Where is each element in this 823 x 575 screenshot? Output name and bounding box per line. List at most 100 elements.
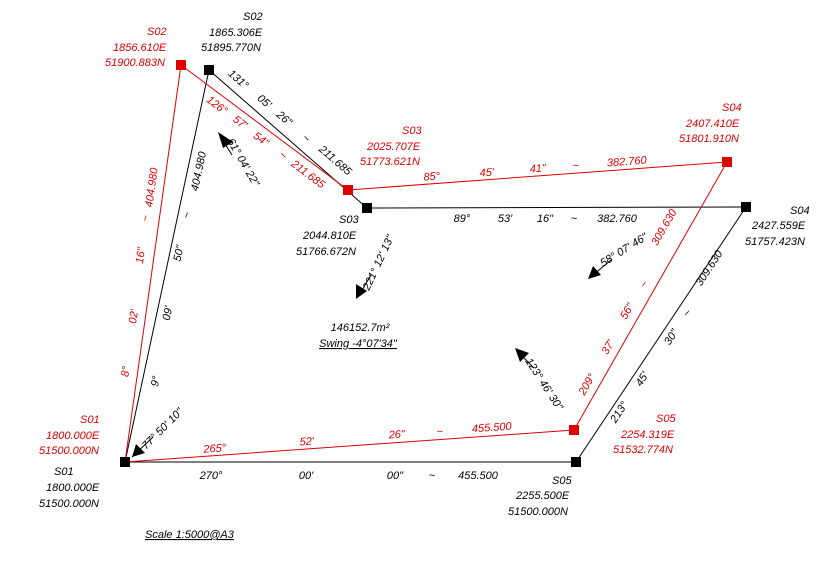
orig-leg23-tilde: ~ [300, 132, 313, 146]
marker-original-s05 [571, 457, 581, 467]
rev-leg12-deg: 8° [119, 365, 132, 378]
rev-s02-id: S02 [147, 26, 167, 38]
rev-leg12-min: 02' [127, 308, 141, 325]
orig-leg51-sec: 00" [387, 470, 404, 482]
shift-arrow-s04: 58° 07' 46" [588, 231, 651, 279]
rev-leg12-dist: 404.980 [143, 166, 161, 208]
marker-original-s03 [362, 203, 372, 213]
marker-original-s01 [120, 457, 130, 467]
shift-arrow-s01: 77° 50' 10" [131, 405, 187, 458]
rev-leg51-tilde: ~ [436, 426, 444, 438]
rev-s03-easting: 2025.707E [366, 141, 421, 153]
original-leg-s04-s05 [575, 206, 747, 463]
rev-leg45-deg: 209° [576, 371, 599, 398]
rev-leg23-deg: 126° [204, 94, 230, 118]
original-traverse [124, 69, 747, 463]
rev-leg45-tilde: ~ [638, 278, 652, 290]
orig-s02-easting: 1865.306E [209, 27, 263, 39]
rev-s04-northing: 51801.910N [679, 133, 739, 145]
revised-station-labels: S01 1800.000E 51500.000N S02 1856.610E 5… [39, 26, 742, 457]
rev-leg23-dist: 211.685 [288, 157, 328, 191]
rev-leg23-tilde: ~ [277, 149, 290, 163]
original-leg-s03-s04 [366, 206, 747, 209]
orig-s03-easting: 2044.810E [302, 230, 357, 242]
rev-leg45-dist: 309.630 [649, 207, 680, 248]
original-station-labels: S01 1800.000E 51500.000N S02 1865.306E 5… [39, 11, 810, 518]
marker-revised-s02 [176, 60, 186, 70]
orig-leg12-tilde: ~ [181, 210, 194, 219]
shift-arrow-s02-label: 61° 04' 22" [224, 137, 262, 190]
rev-leg51-min: 52' [299, 435, 315, 448]
shift-arrow-s04-label: 58° 07' 46" [598, 231, 650, 270]
marker-original-s04 [741, 202, 751, 212]
orig-s04-northing: 51757.423N [745, 236, 805, 248]
revised-leg-s05-s01 [124, 429, 575, 463]
orig-leg51-deg: 270° [199, 470, 223, 482]
orig-leg51-tilde: ~ [429, 470, 436, 482]
orig-s02-northing: 51895.770N [201, 42, 261, 54]
rev-leg51-deg: 265° [202, 442, 227, 456]
orig-leg12-min: 09' [161, 304, 176, 321]
shift-arrow-s01-label: 77° 50' 10" [140, 405, 187, 452]
orig-s04-id: S04 [790, 205, 810, 217]
revised-leg-s04-s05 [573, 161, 728, 431]
orig-s01-easting: 1800.000E [46, 482, 100, 494]
rev-leg34-sec: 41" [529, 162, 547, 175]
original-leg-labels: 404.980 ~ 50" 09' 9° 131° 05' 26" ~ 211.… [149, 68, 726, 482]
shift-arrow-s02-head-icon [218, 132, 233, 148]
orig-leg23-deg: 131° [225, 68, 250, 92]
orig-leg12-sec: 50" [172, 243, 187, 262]
rev-s01-easting: 1800.000E [46, 430, 100, 442]
revised-traverse [124, 64, 728, 463]
rev-leg12-sec: 16" [134, 246, 148, 265]
shift-arrow-s05-label: 123° 46' 30" [522, 356, 565, 413]
orig-leg45-sec: 30" [662, 326, 681, 347]
marker-revised-s03 [343, 185, 353, 195]
swing-label: Swing -4°07'34" [319, 338, 398, 350]
orig-s01-id: S01 [54, 466, 74, 478]
shift-arrow-s04-head-icon [588, 266, 601, 279]
orig-leg12-deg: 9° [149, 374, 163, 387]
orig-s04-easting: 2427.559E [751, 220, 806, 232]
orig-leg45-deg: 213° [608, 399, 631, 426]
rev-leg45-sec: 56" [618, 301, 637, 322]
orig-s05-easting: 2255.500E [515, 490, 570, 502]
rev-s02-northing: 51900.883N [105, 57, 165, 69]
revised-leg-s02-s03 [180, 64, 349, 191]
orig-s03-northing: 51766.672N [296, 246, 356, 258]
orig-s03-id: S03 [339, 214, 359, 226]
rev-s05-easting: 2254.319E [620, 429, 675, 441]
rev-s02-easting: 1856.610E [113, 42, 167, 54]
rev-s04-id: S04 [722, 102, 742, 114]
orig-leg23-min: 05' [255, 93, 274, 112]
rev-leg34-tilde: ~ [572, 160, 580, 172]
orig-s05-northing: 51500.000N [508, 506, 568, 518]
rev-leg51-dist: 455.500 [472, 421, 513, 436]
orig-leg45-dist: 309.630 [694, 248, 726, 289]
marker-original-s02 [204, 65, 214, 75]
rev-s04-easting: 2407.410E [685, 118, 740, 130]
rev-leg34-deg: 85° [423, 170, 441, 183]
rev-s01-northing: 51500.000N [39, 445, 99, 457]
shift-arrow-s03: 221° 12' 13" [356, 232, 397, 299]
orig-leg34-dist: 382.760 [597, 213, 638, 225]
original-leg-s01-s02 [124, 69, 210, 463]
orig-leg34-deg: 89° [454, 213, 471, 225]
rev-s01-id: S01 [80, 414, 100, 426]
rev-s05-id: S05 [656, 413, 676, 425]
station-markers [120, 60, 751, 467]
shift-arrow-s05: 123° 46' 30" [515, 348, 565, 413]
revised-leg-s03-s04 [347, 161, 728, 191]
orig-s01-northing: 51500.000N [39, 498, 99, 510]
orig-leg23-sec: 26" [273, 108, 295, 129]
marker-revised-s04 [722, 157, 732, 167]
scale-label: Scale 1:5000@A3 [145, 529, 235, 541]
shift-arrow-s05-head-icon [515, 348, 529, 362]
orig-leg12-dist: 404.980 [189, 150, 209, 192]
area-label: 146152.7m² [331, 322, 390, 334]
marker-revised-s05 [569, 425, 579, 435]
orig-leg34-tilde: ~ [571, 213, 578, 225]
rev-leg51-sec: 26" [387, 428, 406, 441]
rev-leg34-min: 45' [479, 166, 495, 179]
